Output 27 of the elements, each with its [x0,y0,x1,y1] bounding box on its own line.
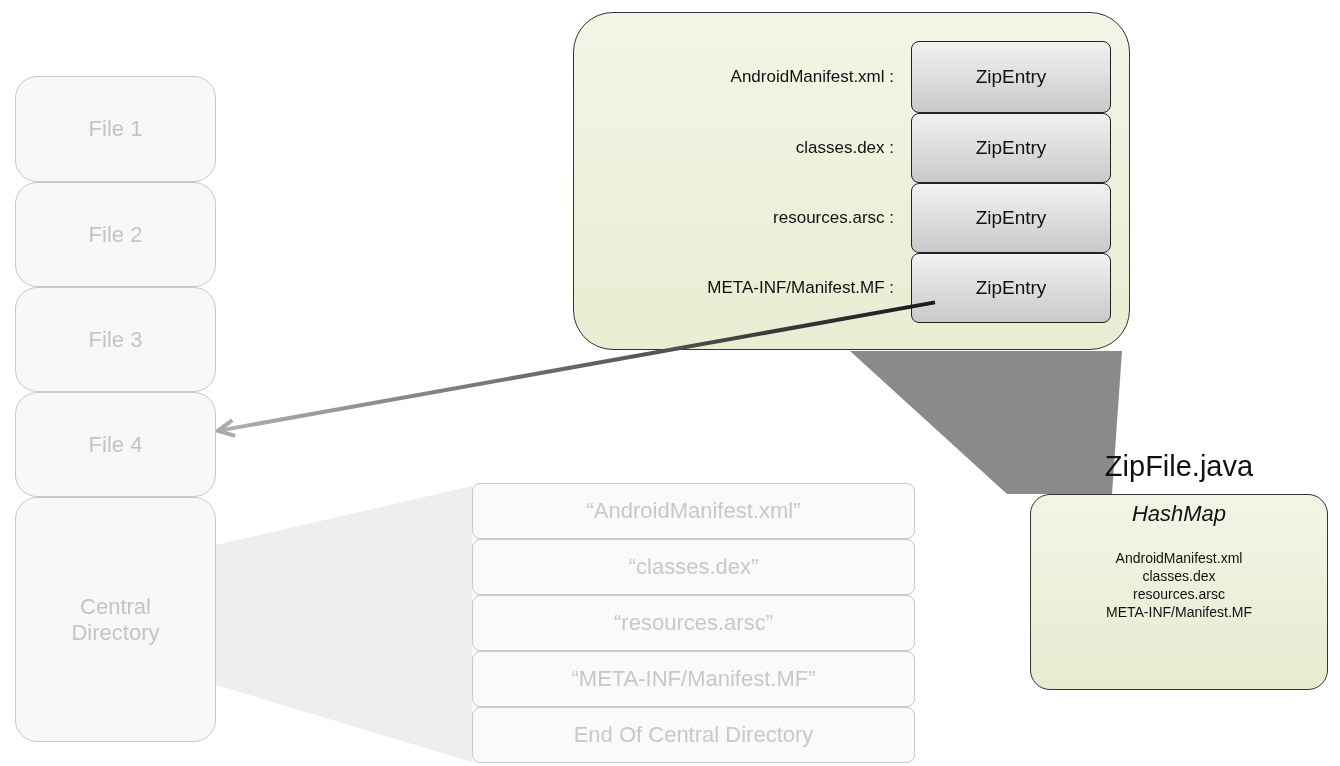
file-name-label: resources.arsc : [773,208,894,228]
directory-entry [472,595,915,651]
directory-entry [472,651,915,707]
directory-entry [472,483,915,539]
file-name-label: META-INF/Manifest.MF : [707,278,894,298]
node-label: ZipEntry [975,207,1047,229]
map-key: classes.dex [1142,567,1216,585]
file-name-label: AndroidManifest.xml : [730,67,894,87]
file-block [15,76,216,182]
map-key: AndroidManifest.xml [1115,549,1243,567]
node-label: ZipEntry [975,277,1047,299]
file-block [15,182,216,287]
directory-entry [472,539,915,595]
map-title: HashMap [1131,501,1227,527]
file-block [15,497,216,742]
directory-entry [472,707,915,763]
file-block [15,287,216,392]
file-block [15,392,216,497]
map-key: META-INF/Manifest.MF [1106,603,1252,621]
zoom-wedge [216,486,472,762]
node-label: ZipEntry [975,66,1047,88]
arrow [216,300,936,438]
file-name-label: classes.dex : [795,138,894,158]
class-name: ZipFile.java [1103,450,1255,483]
node-label: ZipEntry [975,137,1047,159]
map-key: resources.arsc [1133,585,1225,603]
zip-panel [573,12,1130,350]
